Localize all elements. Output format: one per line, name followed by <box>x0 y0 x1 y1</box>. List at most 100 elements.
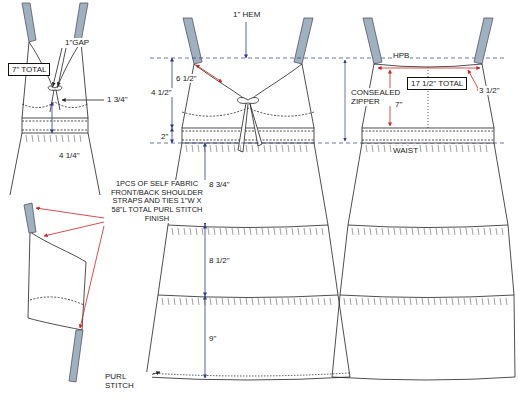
gather-mark <box>258 145 259 152</box>
gather-mark <box>192 145 193 152</box>
gather-mark <box>430 228 431 235</box>
gather-mark <box>276 298 277 305</box>
gather-mark <box>32 135 33 142</box>
gather-mark <box>466 228 467 235</box>
measure-text: 7" TOTAL <box>12 65 46 74</box>
gather-mark <box>330 298 331 305</box>
gather-mark <box>226 228 227 235</box>
gather-mark <box>38 135 39 142</box>
gather-mark <box>470 298 471 305</box>
gather-mark <box>186 145 187 152</box>
gather-mark <box>310 228 311 235</box>
gather-mark <box>228 298 229 305</box>
gather-mark <box>436 228 437 235</box>
gather-mark <box>222 145 223 152</box>
guide-lines <box>150 58 505 143</box>
gather-mark <box>256 228 257 235</box>
gather-mark <box>434 298 435 305</box>
gather-mark <box>420 145 421 152</box>
gather-mark <box>190 228 191 235</box>
gather-mark <box>246 145 247 152</box>
gather-mark <box>484 228 485 235</box>
gather-mark <box>262 228 263 235</box>
gather-mark <box>174 298 175 305</box>
gather-mark <box>468 145 469 152</box>
gather-mark <box>416 298 417 305</box>
gather-mark <box>458 298 459 305</box>
gather-mark <box>374 298 375 305</box>
gather-mark <box>270 298 271 305</box>
gather-mark <box>250 228 251 235</box>
gather-mark <box>240 298 241 305</box>
dimension-label: 8 1/2" <box>208 256 231 265</box>
gather-mark <box>506 298 507 305</box>
gather-mark <box>196 228 197 235</box>
gather-mark <box>216 298 217 305</box>
gather-mark <box>460 228 461 235</box>
gather-mark <box>234 298 235 305</box>
dimension-label: 3 1/2" <box>478 86 501 95</box>
bodice-detail <box>10 3 104 195</box>
gather-mark <box>292 228 293 235</box>
gather-mark <box>372 145 373 152</box>
gather-mark <box>368 298 369 305</box>
strap-detail <box>24 203 104 382</box>
gather-mark <box>184 228 185 235</box>
gather-mark <box>486 145 487 152</box>
gather-mark <box>424 228 425 235</box>
dimension-label: 1 3/4" <box>106 95 129 104</box>
gather-mark <box>304 228 305 235</box>
gather-mark <box>322 228 323 235</box>
gather-mark <box>312 298 313 305</box>
gather-mark <box>464 298 465 305</box>
gather-mark <box>210 145 211 152</box>
gather-mark <box>356 298 357 305</box>
gather-mark <box>404 298 405 305</box>
gather-mark <box>202 228 203 235</box>
gather-mark <box>198 145 199 152</box>
gather-mark <box>162 298 163 305</box>
gather-mark <box>214 228 215 235</box>
gather-mark <box>446 298 447 305</box>
gather-mark <box>204 298 205 305</box>
gather-mark <box>210 298 211 305</box>
gather-mark <box>252 145 253 152</box>
gather-mark <box>282 298 283 305</box>
gather-mark <box>502 228 503 235</box>
gather-mark <box>198 298 199 305</box>
gather-mark <box>216 145 217 152</box>
gather-mark <box>388 228 389 235</box>
gather-mark <box>282 145 283 152</box>
dimension-label: 1"GAP <box>64 38 90 47</box>
dimension-label: 1" HEM <box>232 10 261 19</box>
dimension-label: 9" <box>208 334 217 343</box>
gather-mark <box>26 135 27 142</box>
gather-mark <box>442 228 443 235</box>
gather-mark <box>56 135 57 142</box>
gather-mark <box>300 298 301 305</box>
gather-mark <box>232 228 233 235</box>
gather-mark <box>274 228 275 235</box>
gather-mark <box>386 298 387 305</box>
gather-mark <box>462 145 463 152</box>
gather-mark <box>364 228 365 235</box>
gather-mark <box>270 145 271 152</box>
gather-mark <box>344 298 345 305</box>
gather-mark <box>280 228 281 235</box>
gather-mark <box>234 145 235 152</box>
gather-mark <box>286 228 287 235</box>
gather-mark <box>392 298 393 305</box>
gather-mark <box>208 228 209 235</box>
gather-mark <box>358 228 359 235</box>
gather-mark <box>474 145 475 152</box>
gather-mark <box>288 298 289 305</box>
gather-mark <box>172 228 173 235</box>
gather-mark <box>418 228 419 235</box>
gather-mark <box>186 298 187 305</box>
gather-mark <box>238 228 239 235</box>
measure-box: 7" TOTAL <box>8 63 50 76</box>
gather-mark <box>352 228 353 235</box>
gather-mark <box>412 228 413 235</box>
gather-mark <box>500 298 501 305</box>
